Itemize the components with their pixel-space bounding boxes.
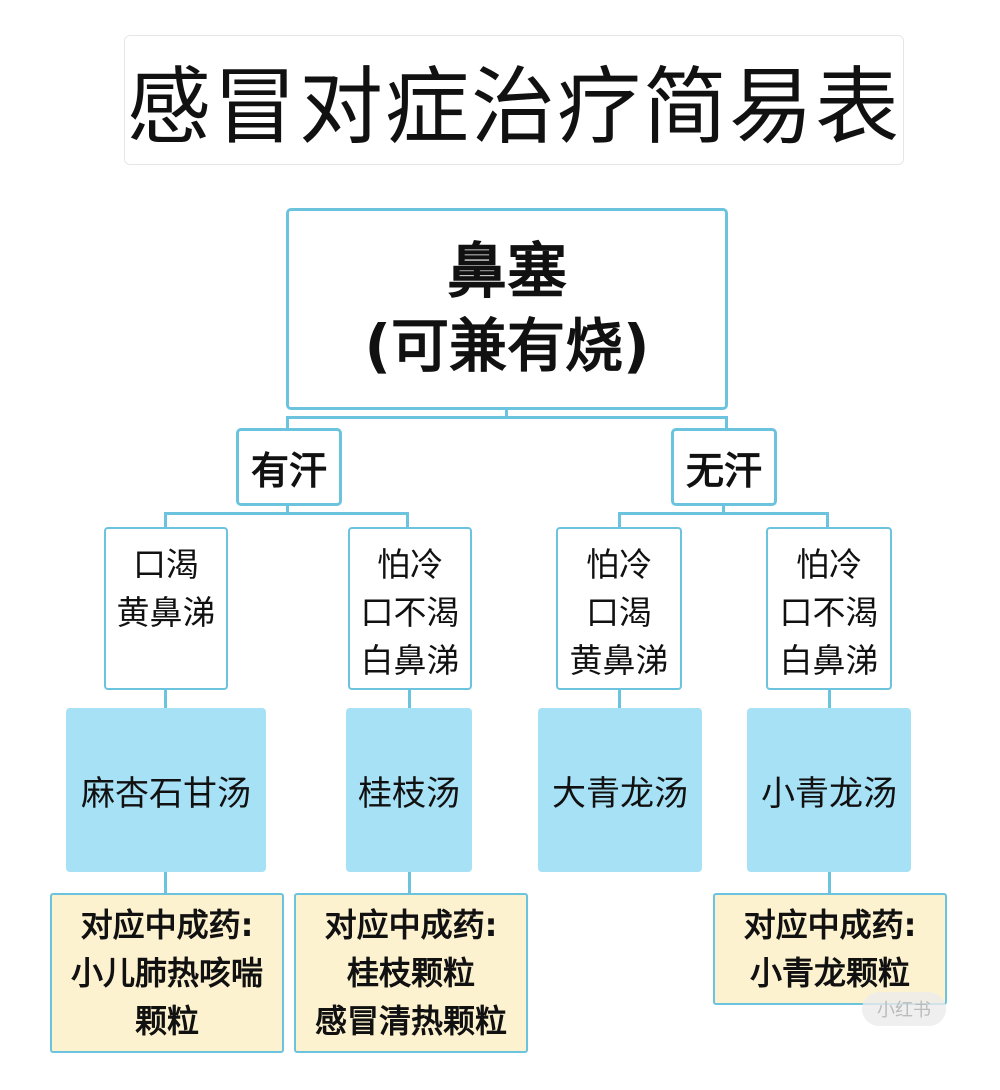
connector-sweat-bar — [164, 512, 409, 515]
connector-sym3-rx3 — [618, 689, 621, 709]
root-node: 鼻塞 (可兼有烧) — [286, 208, 728, 410]
root-line-1: 鼻塞 — [447, 237, 567, 308]
connector-sweat-left — [164, 512, 167, 528]
medicine-line: 感冒清热颗粒 — [314, 1002, 507, 1040]
medicine-line: 对应中成药: — [80, 906, 254, 944]
symptom-box-2: 怕冷 口不渴 白鼻涕 — [348, 527, 472, 690]
medicine-line: 对应中成药: — [743, 906, 917, 944]
connector-root-down — [505, 410, 508, 418]
symptom-line: 口渴 — [133, 545, 199, 584]
connector-nosweat-bar — [618, 512, 829, 515]
symptom-line: 口不渴 — [360, 593, 460, 632]
medicine-line: 颗粒 — [134, 1002, 199, 1040]
remedy-box-3: 大青龙汤 — [538, 708, 702, 872]
symptom-box-3: 怕冷 口渴 黄鼻涕 — [556, 527, 682, 690]
connector-rx2-med2 — [408, 872, 411, 894]
connector-rx4-med4 — [828, 872, 831, 894]
remedy-box-2: 桂枝汤 — [346, 708, 472, 872]
symptom-line: 白鼻涕 — [360, 641, 460, 680]
connector-rx1-med1 — [164, 872, 167, 894]
connector-sweat-right — [406, 512, 409, 528]
connector-sweat-down — [286, 506, 289, 514]
medicine-box-4: 对应中成药: 小青龙颗粒 — [713, 893, 947, 1005]
branch-node-sweat: 有汗 — [236, 428, 342, 506]
symptom-line: 白鼻涕 — [779, 641, 879, 680]
root-line-2: (可兼有烧) — [364, 312, 650, 381]
medicine-line: 小儿肺热咳喘 — [70, 954, 263, 992]
remedy-box-1: 麻杏石甘汤 — [66, 708, 266, 872]
symptom-box-4: 怕冷 口不渴 白鼻涕 — [766, 527, 892, 690]
branch-node-no-sweat: 无汗 — [671, 428, 777, 506]
connector-sym1-rx1 — [164, 689, 167, 709]
medicine-box-1: 对应中成药: 小儿肺热咳喘 颗粒 — [50, 893, 284, 1053]
medicine-box-2: 对应中成药: 桂枝颗粒 感冒清热颗粒 — [294, 893, 528, 1053]
symptom-line: 怕冷 — [796, 545, 862, 584]
connector-to-nosweat — [725, 416, 728, 430]
symptom-line: 口渴 — [586, 593, 652, 632]
medicine-line: 对应中成药: — [324, 906, 498, 944]
symptom-box-1: 口渴 黄鼻涕 — [104, 527, 228, 690]
medicine-line: 桂枝颗粒 — [346, 954, 475, 992]
connector-nosweat-down — [722, 506, 725, 514]
connector-sym2-rx2 — [408, 689, 411, 709]
connector-to-sweat — [286, 416, 289, 430]
connector-sym4-rx4 — [828, 689, 831, 709]
symptom-line: 怕冷 — [377, 545, 443, 584]
symptom-line: 黄鼻涕 — [116, 593, 216, 632]
diagram-title: 感冒对症治疗简易表 — [124, 35, 904, 165]
medicine-line: 小青龙颗粒 — [749, 954, 910, 992]
symptom-line: 口不渴 — [779, 593, 879, 632]
symptom-line: 黄鼻涕 — [569, 641, 669, 680]
symptom-line: 怕冷 — [586, 545, 652, 584]
connector-nosweat-right — [826, 512, 829, 528]
connector-nosweat-left — [618, 512, 621, 528]
watermark-logo: 小红书 — [862, 992, 946, 1026]
remedy-box-4: 小青龙汤 — [747, 708, 911, 872]
connector-root-bar — [286, 416, 728, 419]
